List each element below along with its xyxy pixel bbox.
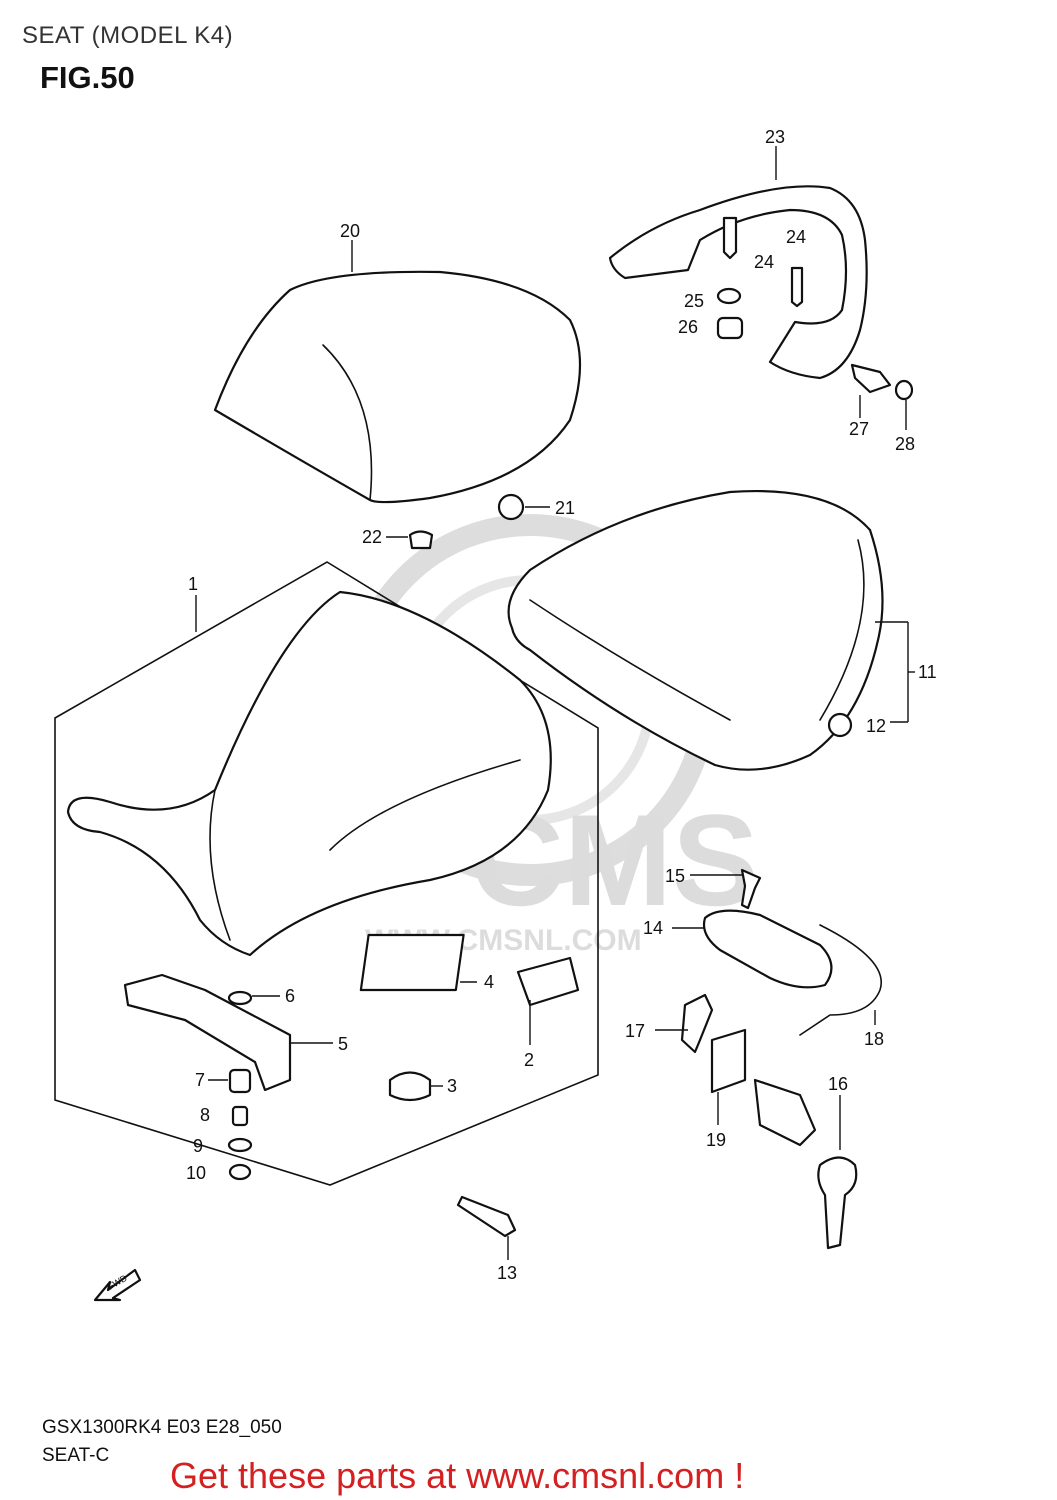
- seat-lock-plate-14[interactable]: [702, 909, 833, 989]
- callout-26[interactable]: 26: [678, 317, 698, 337]
- callout-12[interactable]: 12: [866, 716, 886, 736]
- seat-bracket-5[interactable]: [123, 973, 292, 1092]
- get-parts-link[interactable]: Get these parts at www.cmsnl.com !: [170, 1455, 745, 1496]
- callout-22[interactable]: 22: [362, 527, 382, 547]
- footer-diagram-subtitle: SEAT-C: [42, 1445, 110, 1466]
- callout-27[interactable]: 27: [849, 419, 869, 439]
- callout-20[interactable]: 20: [340, 221, 360, 241]
- spring-17[interactable]: [680, 993, 714, 1054]
- callout-14[interactable]: 14: [643, 918, 663, 938]
- callout-8[interactable]: 8: [200, 1105, 210, 1125]
- grommet-21[interactable]: [497, 493, 525, 521]
- callout-24a[interactable]: 24: [754, 252, 774, 272]
- bolt-13[interactable]: [456, 1195, 517, 1238]
- cushion-7[interactable]: [228, 1068, 252, 1094]
- seat-damper-block-4[interactable]: [359, 933, 465, 992]
- callout-10[interactable]: 10: [186, 1163, 206, 1183]
- callout-5[interactable]: 5: [338, 1034, 348, 1054]
- callout-7[interactable]: 7: [195, 1070, 205, 1090]
- grab-rail-shape[interactable]: [608, 185, 868, 380]
- callout-2[interactable]: 2: [524, 1050, 534, 1070]
- leader-lines: [195, 146, 915, 1260]
- lock-bracket-19[interactable]: [710, 1028, 747, 1094]
- callout-19[interactable]: 19: [706, 1130, 726, 1150]
- callout-1[interactable]: 1: [188, 574, 198, 594]
- footer-diagram-code: GSX1300RK4 E03 E28_050: [42, 1417, 282, 1438]
- callout-24b[interactable]: 24: [786, 227, 806, 247]
- callout-28[interactable]: 28: [895, 434, 915, 454]
- page-header-title: SEAT (MODEL K4): [22, 22, 234, 49]
- forward-direction-arrow: FWD: [93, 1268, 142, 1302]
- ring-28[interactable]: [894, 379, 914, 401]
- grommet-12[interactable]: [827, 712, 853, 738]
- callout-17[interactable]: 17: [625, 1021, 645, 1041]
- screw-15[interactable]: [740, 868, 762, 910]
- callout-16[interactable]: 16: [828, 1074, 848, 1094]
- key-16[interactable]: [817, 1156, 858, 1250]
- callout-3[interactable]: 3: [447, 1076, 457, 1096]
- figure-title: FIG.50: [40, 60, 135, 95]
- washer-9[interactable]: [227, 1137, 253, 1153]
- callout-4[interactable]: 4: [484, 972, 494, 992]
- callout-18[interactable]: 18: [864, 1029, 884, 1049]
- pillion-seat-shape[interactable]: [507, 489, 884, 771]
- nut-10[interactable]: [228, 1163, 252, 1181]
- bolt-24a[interactable]: [722, 216, 738, 260]
- seat-assembly-outline: [54, 561, 599, 1186]
- spacer-8[interactable]: [231, 1105, 249, 1127]
- callout-13[interactable]: 13: [497, 1263, 517, 1283]
- fastener-22[interactable]: [408, 530, 434, 550]
- lock-cable-18[interactable]: [799, 924, 882, 1036]
- washer-25[interactable]: [716, 287, 742, 305]
- callout-6[interactable]: 6: [285, 986, 295, 1006]
- callout-25[interactable]: 25: [684, 291, 704, 311]
- callout-9[interactable]: 9: [193, 1136, 203, 1156]
- bolt-24b[interactable]: [790, 266, 804, 308]
- rear-seat-cover-shape[interactable]: [213, 270, 582, 504]
- seat-lock-cylinder-16[interactable]: [753, 1078, 817, 1147]
- rubber-stopper-3[interactable]: [388, 1071, 432, 1102]
- washer-6[interactable]: [227, 990, 253, 1006]
- callout-numbers: 1 2 3 4 5 6 7 8 9 10 11 12 13 14 15 16 1…: [186, 127, 937, 1283]
- callout-23[interactable]: 23: [765, 127, 785, 147]
- callout-15[interactable]: 15: [665, 866, 685, 886]
- holder-27[interactable]: [850, 363, 892, 394]
- cushion-26[interactable]: [716, 316, 744, 340]
- callout-21[interactable]: 21: [555, 498, 575, 518]
- callout-11[interactable]: 11: [918, 662, 937, 682]
- rubber-cushion-2[interactable]: [516, 956, 580, 1007]
